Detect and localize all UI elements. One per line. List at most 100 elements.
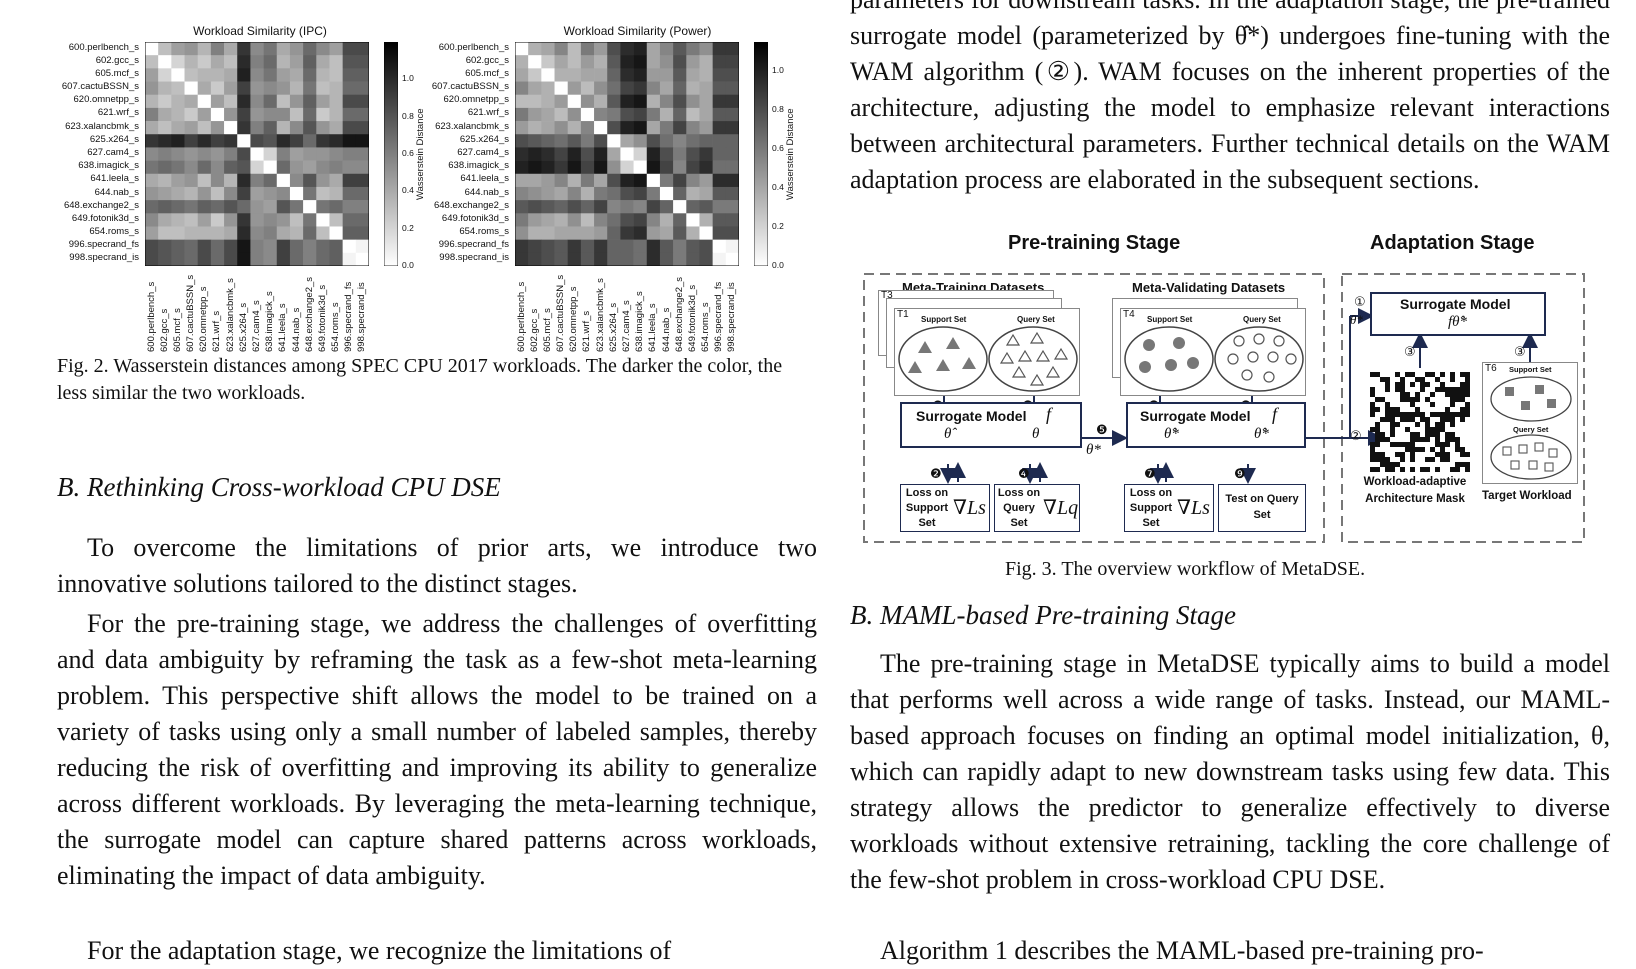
- heatmap-cell: [515, 239, 529, 254]
- heatmap-cell: [145, 173, 159, 188]
- heatmap-cell: [250, 186, 264, 201]
- heatmap-cell: [276, 200, 291, 214]
- heatmap-row-label: 623.xalancbmk_s: [435, 120, 509, 132]
- square-sets: [1490, 376, 1572, 480]
- heatmap-cell: [646, 213, 661, 227]
- heatmap-col-label: 638.imagick_s: [264, 291, 276, 352]
- mask-pixel: [1390, 462, 1395, 467]
- heatmap-cell: [699, 147, 713, 161]
- heatmap-cell: [329, 121, 343, 135]
- heatmap-row-label: 600.perlbench_s: [68, 41, 139, 53]
- heatmap-cell: [355, 134, 369, 148]
- mask-pixel: [1370, 467, 1375, 472]
- heatmap-row-label: 625.x264_s: [459, 133, 509, 145]
- mask-pixel: [1375, 452, 1380, 457]
- heatmap-row-label: 600.perlbench_s: [438, 41, 509, 53]
- mask-pixel: [1425, 437, 1430, 442]
- mask-pixel: [1415, 432, 1420, 437]
- mask-pixel: [1445, 392, 1450, 397]
- heatmap-cell: [316, 68, 330, 82]
- mask-pixel: [1450, 377, 1455, 382]
- heatmap-cell: [673, 213, 687, 227]
- heatmap-power-grid: [515, 42, 739, 266]
- heatmap-cell: [355, 68, 369, 82]
- heatmap-cell: [289, 213, 304, 227]
- heatmap-cell: [355, 147, 369, 161]
- heatmap-col-label: 607.cactuBSSN_s: [185, 274, 197, 352]
- heatmap-cell: [276, 42, 291, 56]
- heatmap-cell: [303, 94, 317, 109]
- colorbar-tick-label: 0.6: [772, 143, 784, 154]
- heatmap-cell: [620, 213, 634, 227]
- heatmap-cell: [541, 213, 555, 227]
- heatmap-cell: [567, 213, 582, 227]
- heatmap-cell: [276, 160, 291, 175]
- heatmap-col-label: 648.exchange2_s: [673, 276, 685, 352]
- heatmap-cell: [646, 252, 661, 266]
- heatmap-cell: [541, 160, 555, 175]
- heatmap-cell: [210, 186, 225, 201]
- mask-pixel: [1465, 372, 1470, 377]
- fig3-diagram: Pre-training Stage Adaptation Stage Meta…: [860, 232, 1590, 548]
- heatmap-cell: [224, 107, 238, 122]
- heatmap-cell: [316, 239, 330, 254]
- heatmap-cell: [594, 186, 608, 201]
- heatmap-col-label: 998.specrand_is: [356, 282, 368, 352]
- heatmap-cell: [303, 81, 317, 96]
- heatmap-cell: [263, 121, 278, 135]
- adapt-f-theta: fθ̂*: [1448, 314, 1468, 330]
- heatmap-cell: [712, 107, 727, 122]
- triangle-sets: [898, 326, 1078, 392]
- heatmap-row-label: 602.gcc_s: [465, 54, 509, 66]
- heatmap-cell: [355, 226, 369, 240]
- heatmap-cell: [158, 200, 172, 214]
- heatmap-cell: [699, 226, 713, 240]
- heatmap-cell: [580, 200, 595, 214]
- heatmap-cell: [316, 107, 330, 122]
- mask-pixel: [1465, 407, 1470, 412]
- heatmap-cell: [263, 81, 278, 96]
- mask-pixel: [1415, 377, 1420, 382]
- heatmap-cell: [329, 134, 343, 148]
- heatmap-cell: [567, 226, 582, 240]
- colorbar-tick-label: 0.0: [402, 260, 414, 270]
- adapt-step-1: ①: [1354, 294, 1366, 309]
- heatmap-cell: [646, 134, 661, 148]
- fig3-caption: Fig. 3. The overview workflow of MetaDSE…: [1005, 558, 1366, 580]
- heatmap-cell: [342, 68, 357, 82]
- heatmap-cell: [197, 68, 212, 82]
- heatmap-row-label: 625.x264_s: [89, 133, 139, 145]
- heatmap-cell: [541, 252, 555, 266]
- heatmap-cell: [541, 239, 555, 254]
- heatmap-cell: [528, 147, 542, 161]
- heatmap-cell: [197, 186, 212, 201]
- heatmap-cell: [725, 42, 739, 56]
- mask-pixel: [1395, 462, 1400, 467]
- heatmap-col-label: 602.gcc_s: [158, 308, 170, 352]
- heatmap-cell: [145, 81, 159, 96]
- heatmap-cell: [554, 55, 569, 69]
- heatmap-cell: [276, 55, 291, 69]
- mask-pixel: [1435, 422, 1440, 427]
- adapt-step-3a: ③: [1404, 344, 1416, 359]
- heatmap-cell: [171, 200, 185, 214]
- heatmap-cell: [276, 213, 291, 227]
- heatmap-cell: [580, 173, 595, 188]
- mask-pixel: [1430, 392, 1435, 397]
- heatmap-cell: [699, 160, 713, 175]
- heatmap-cell: [237, 226, 251, 240]
- section-rethinking-heading: B. Rethinking Cross-workload CPU DSE: [57, 472, 501, 502]
- heatmap-cell: [289, 226, 304, 240]
- heatmap-cell: [250, 134, 264, 148]
- mask-pixel: [1410, 442, 1415, 447]
- heatmap-cell: [541, 107, 555, 122]
- heatmap-cell: [607, 239, 621, 254]
- heatmap-cell: [197, 42, 212, 56]
- circle-sets: [1124, 326, 1304, 392]
- heatmap-cell: [237, 239, 251, 254]
- wam-mask-image: [1370, 372, 1470, 472]
- mask-pixel: [1420, 437, 1425, 442]
- heatmap-cell: [329, 55, 343, 69]
- heatmap-cell: [541, 173, 555, 188]
- heatmap-cell: [620, 134, 634, 148]
